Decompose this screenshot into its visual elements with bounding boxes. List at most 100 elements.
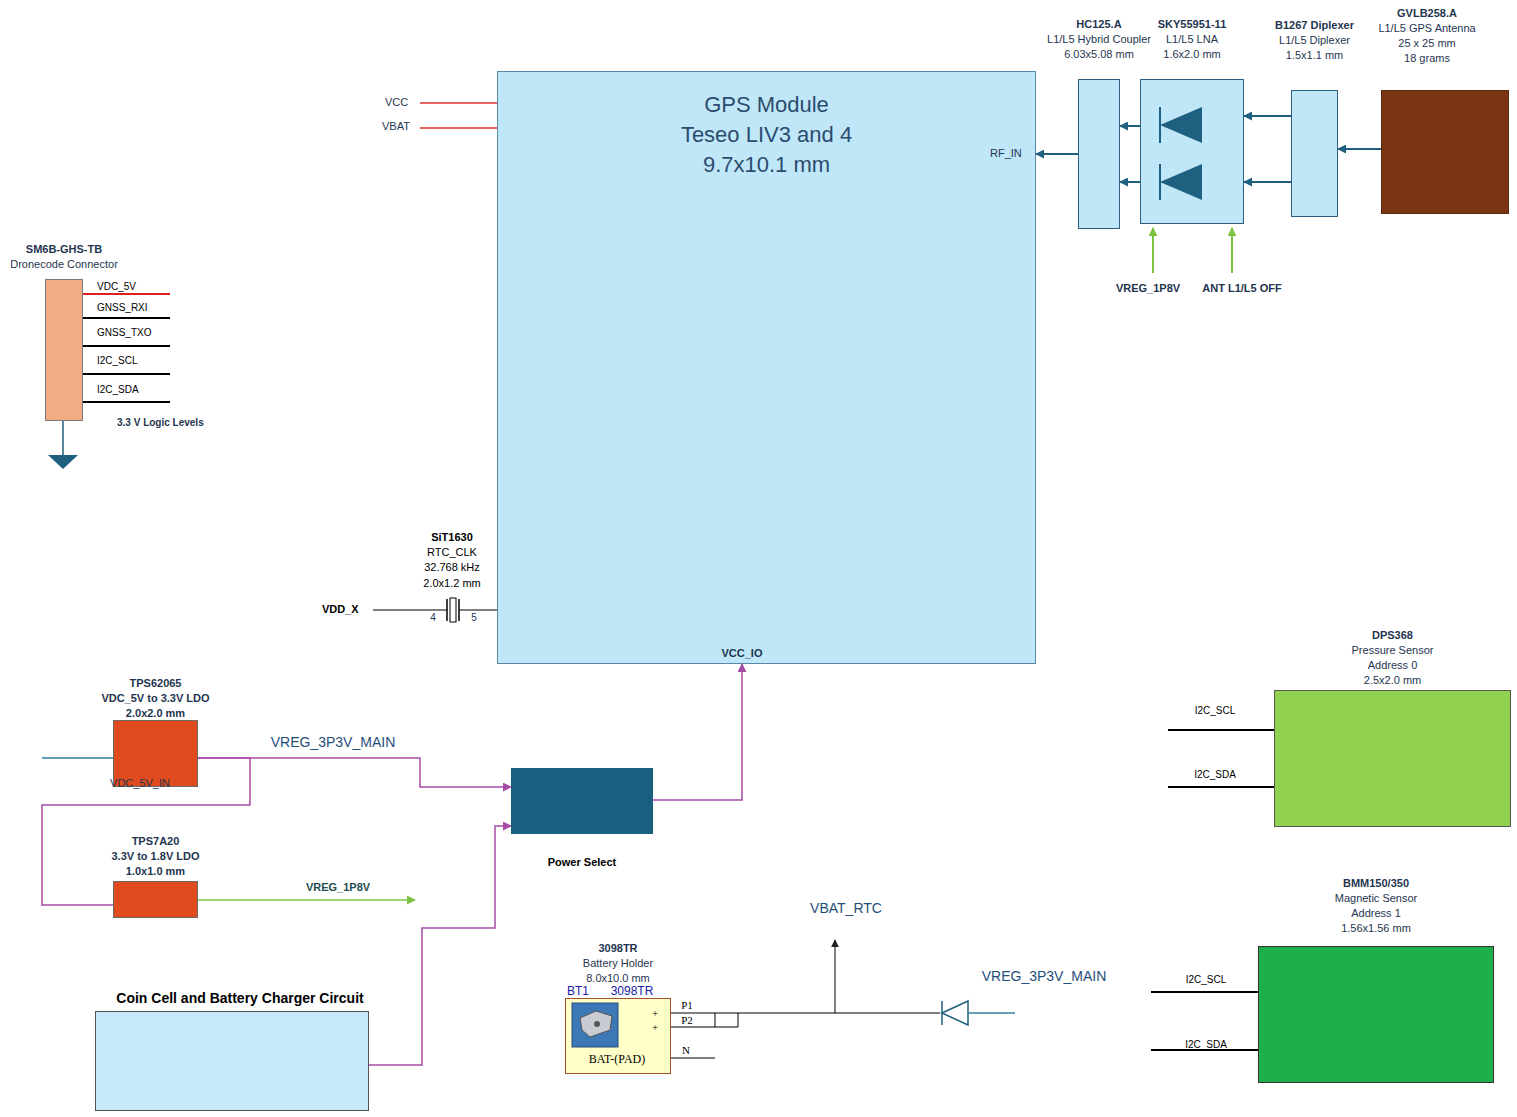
power-select-box: Power Select — [511, 768, 653, 834]
part-detail: 1.6x2.0 mm — [1158, 47, 1227, 62]
pin-name: I2C_SDA — [1194, 769, 1236, 781]
part-detail: 3.3V to 1.8V LDO — [111, 849, 199, 864]
part-name: HC125.A — [1047, 17, 1151, 32]
signal-name: VBAT_RTC — [810, 900, 882, 917]
power-connector — [653, 664, 742, 800]
crystal-plate — [458, 599, 460, 621]
caption-group: BMM150/350Magnetic SensorAddress 11.56x1… — [1335, 876, 1418, 936]
part-name: 3098TR — [611, 984, 654, 998]
pin-wire — [83, 345, 170, 347]
part-name: SiT1630 — [431, 531, 473, 544]
rf-connector — [1036, 153, 1078, 155]
battery-wire — [671, 1013, 940, 1014]
battery-wire — [738, 1013, 739, 1027]
battery-clip-illustration — [580, 1011, 612, 1037]
rf-connector — [1244, 181, 1291, 183]
amplifier-bar — [1159, 107, 1161, 143]
part-detail: Dronecode Connector — [10, 257, 118, 272]
caption-group: DPS368Pressure SensorAddress 02.5x2.0 mm — [1352, 628, 1434, 688]
rf-connector — [1120, 125, 1140, 127]
part-name: 3098TR — [583, 941, 653, 956]
part-detail: Magnetic Sensor — [1335, 891, 1418, 906]
control-arrow — [1231, 228, 1233, 273]
vbat-wire — [420, 127, 497, 129]
signal-name: VBAT — [382, 120, 410, 133]
pin-name: I2C_SDA — [97, 384, 139, 396]
amplifier-bar — [1159, 164, 1161, 200]
part-name: DPS368 — [1352, 628, 1434, 643]
signal-name: VREG_1P8V — [1116, 282, 1180, 295]
pin-name: I2C_SCL — [97, 355, 138, 367]
sensor-box: DPS368Pressure SensorAddress 02.5x2.0 mm — [1274, 690, 1511, 827]
rf-connector — [1120, 181, 1140, 183]
vcc-wire — [420, 102, 497, 104]
part-detail: 9.7x10.1 mm — [498, 150, 1035, 180]
part-name: SKY55951-11 — [1158, 17, 1227, 32]
amplifier-symbol — [1160, 107, 1202, 143]
part-name: TPS7A20 — [111, 834, 199, 849]
part-detail: Pressure Sensor — [1352, 643, 1434, 658]
pin-name: VDC_5V — [97, 281, 136, 293]
diplexer-box: B1267 DiplexerL1/L5 Diplexer1.5x1.1 mm — [1291, 90, 1338, 217]
pin-name: I2C_SCL — [1195, 705, 1236, 717]
part-detail: L1/L5 GPS Antenna — [1378, 21, 1475, 36]
pin-name: GNSS_TXO — [97, 327, 151, 339]
charger-box: Coin Cell and Battery Charger Circuit — [95, 1011, 369, 1111]
part-detail: Address 0 — [1352, 658, 1434, 673]
rf-connector — [1338, 148, 1381, 150]
crystal-plate — [446, 599, 448, 621]
battery-clip-hole — [594, 1021, 600, 1027]
part-detail: Address 1 — [1335, 906, 1418, 921]
caption-group: Coin Cell and Battery Charger Circuit — [116, 989, 363, 1007]
output-arrow — [198, 899, 415, 901]
part-name: TPS62065 — [101, 676, 209, 691]
pin-wire — [83, 401, 170, 403]
part-detail: L1/L5 Diplexer — [1275, 33, 1354, 48]
caption-group: GVLB258.AL1/L5 GPS Antenna25 x 25 mm18 g… — [1378, 6, 1475, 66]
pin-name: I2C_SCL — [1186, 974, 1227, 986]
diode-symbol — [942, 1001, 968, 1025]
dimension-text: 2.0x1.2 mm — [423, 577, 480, 590]
regulator-box: TPS62065VDC_5V to 3.3V LDO2.0x2.0 mm — [113, 720, 198, 787]
signal-name: VREG_1P8V — [306, 881, 370, 894]
clock-wire — [373, 610, 447, 611]
part-detail: Teseo LIV3 and 4 — [498, 120, 1035, 150]
part-detail: 8.0x10.0 mm — [583, 971, 653, 986]
bus-wire — [1151, 991, 1258, 993]
ground-wire — [62, 421, 64, 455]
battery-wire — [671, 1058, 715, 1059]
part-name: BMM150/350 — [1335, 876, 1418, 891]
antenna-box: GVLB258.AL1/L5 GPS Antenna25 x 25 mm18 g… — [1381, 90, 1509, 214]
part-detail: 2.0x2.0 mm — [101, 706, 209, 721]
reference-designator: BT1 — [567, 984, 589, 998]
pin-name: P2 — [681, 1014, 693, 1027]
pin-name: N — [682, 1044, 690, 1057]
bus-wire — [1168, 786, 1274, 788]
part-name: SM6B-GHS-TB — [10, 242, 118, 257]
text-group: GPS ModuleTeseo LIV3 and 49.7x10.1 mm — [498, 72, 1035, 180]
caption-group: SM6B-GHS-TBDronecode Connector — [10, 242, 118, 272]
part-description: RTC_CLK — [427, 546, 477, 559]
control-arrow — [1152, 228, 1154, 273]
battery-illustration — [572, 1003, 618, 1047]
battery-wire — [715, 1013, 716, 1027]
part-detail: 6.03x5.08 mm — [1047, 47, 1151, 62]
caption-group: Power Select — [548, 855, 616, 870]
pin-name: GNSS_RXI — [97, 302, 148, 314]
pin-wire — [83, 373, 170, 375]
battery-holder-box: 3098TRBattery Holder8.0x10.0 mm — [565, 998, 671, 1074]
part-value: 32.768 kHz — [424, 561, 480, 574]
part-detail: L1/L5 Hybrid Coupler — [1047, 32, 1151, 47]
power-connector — [42, 758, 250, 905]
rtc-arrow — [835, 940, 836, 1013]
caption-group: 3098TRBattery Holder8.0x10.0 mm — [583, 941, 653, 986]
note-text: 3.3 V Logic Levels — [117, 417, 204, 429]
caption-group: TPS7A203.3V to 1.8V LDO1.0x1.0 mm — [111, 834, 199, 879]
part-detail: 1.5x1.1 mm — [1275, 48, 1354, 63]
pin-number: 5 — [471, 612, 477, 624]
sensor-box: BMM150/350Magnetic SensorAddress 11.56x1… — [1258, 946, 1494, 1083]
lna-box: SKY55951-11L1/L5 LNA1.6x2.0 mm — [1140, 79, 1244, 224]
part-name: Coin Cell and Battery Charger Circuit — [116, 989, 363, 1007]
pin-wire — [83, 293, 170, 295]
